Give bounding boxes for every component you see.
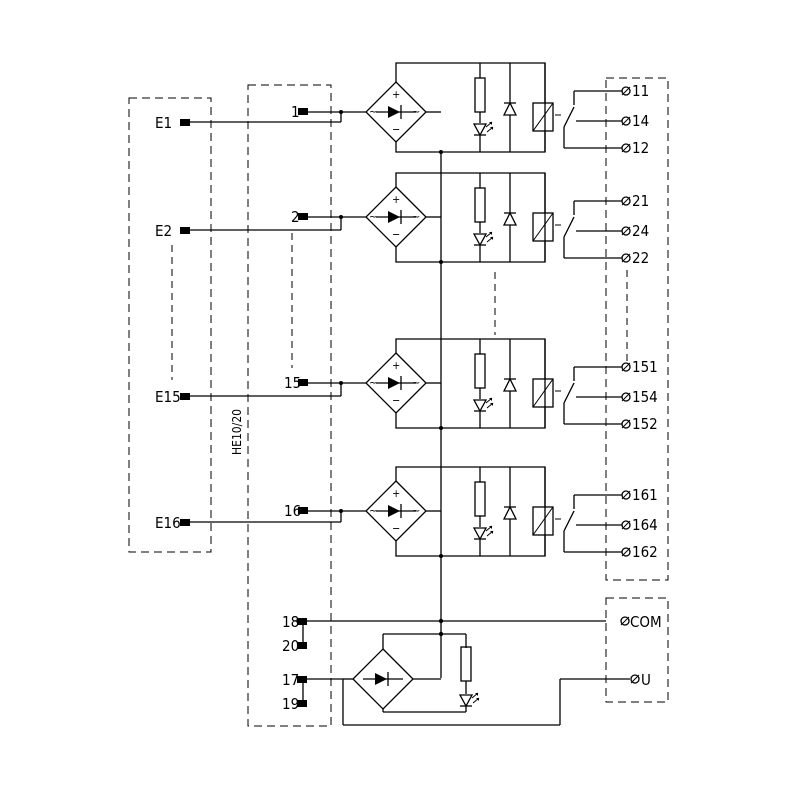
terminal-11[interactable]: 11 xyxy=(621,82,649,100)
pin-17[interactable]: 17 xyxy=(282,671,307,689)
svg-text:15: 15 xyxy=(284,374,301,392)
terminal-152[interactable]: 152 xyxy=(621,415,658,433)
svg-text:162: 162 xyxy=(632,543,658,561)
terminal-162[interactable]: 162 xyxy=(621,543,658,561)
svg-text:−: − xyxy=(392,522,400,535)
svg-text:17: 17 xyxy=(282,671,299,689)
terminal-12[interactable]: 12 xyxy=(621,139,649,157)
svg-text:+: + xyxy=(392,487,400,500)
svg-text:18: 18 xyxy=(282,613,299,631)
terminal-154[interactable]: 154 xyxy=(621,388,658,406)
svg-text:+: + xyxy=(392,359,400,372)
svg-text:151: 151 xyxy=(632,358,658,376)
terminal-21[interactable]: 21 xyxy=(621,192,649,210)
pin-1[interactable]: 1 xyxy=(291,103,308,121)
svg-text:E16: E16 xyxy=(155,514,181,532)
terminal-u[interactable]: U xyxy=(630,671,651,689)
terminal-161[interactable]: 161 xyxy=(621,486,658,504)
svg-text:152: 152 xyxy=(632,415,658,433)
svg-text:~: ~ xyxy=(412,376,420,389)
svg-text:−: − xyxy=(392,228,400,241)
supply-frame xyxy=(605,597,669,703)
input-e2[interactable]: E2 xyxy=(155,222,190,240)
svg-text:24: 24 xyxy=(632,222,649,240)
svg-text:14: 14 xyxy=(632,112,649,130)
input-e16[interactable]: E16 xyxy=(155,514,190,532)
terminal-com[interactable]: COM xyxy=(620,613,662,631)
svg-text:U: U xyxy=(641,671,651,689)
svg-text:+: + xyxy=(392,88,400,101)
pin-18[interactable]: 18 xyxy=(282,613,307,631)
svg-text:20: 20 xyxy=(282,637,299,655)
svg-text:~: ~ xyxy=(369,105,377,118)
svg-text:164: 164 xyxy=(632,516,658,534)
svg-text:COM: COM xyxy=(630,613,662,631)
svg-text:11: 11 xyxy=(632,82,649,100)
svg-text:E15: E15 xyxy=(155,388,181,406)
pin-15[interactable]: 15 xyxy=(284,374,308,392)
connector-label: HE10/20 xyxy=(230,409,244,455)
terminal-164[interactable]: 164 xyxy=(621,516,658,534)
svg-text:+: + xyxy=(392,193,400,206)
svg-text:22: 22 xyxy=(632,249,649,267)
svg-text:~: ~ xyxy=(412,504,420,517)
terminal-151[interactable]: 151 xyxy=(621,358,658,376)
terminal-22[interactable]: 22 xyxy=(621,249,649,267)
svg-text:−: − xyxy=(392,394,400,407)
input-e1[interactable]: E1 xyxy=(155,114,190,132)
svg-text:16: 16 xyxy=(284,502,301,520)
svg-text:~: ~ xyxy=(369,376,377,389)
svg-text:1: 1 xyxy=(291,103,300,121)
terminal-14[interactable]: 14 xyxy=(621,112,649,130)
connector-frame xyxy=(247,84,332,727)
svg-text:2: 2 xyxy=(291,208,300,226)
pin-16[interactable]: 16 xyxy=(284,502,308,520)
svg-text:154: 154 xyxy=(632,388,658,406)
svg-text:~: ~ xyxy=(369,504,377,517)
svg-text:19: 19 xyxy=(282,695,299,713)
svg-text:12: 12 xyxy=(632,139,649,157)
pin-2[interactable]: 2 xyxy=(291,208,308,226)
svg-text:21: 21 xyxy=(632,192,649,210)
input-frame xyxy=(128,97,212,553)
svg-text:E1: E1 xyxy=(155,114,172,132)
svg-text:E2: E2 xyxy=(155,222,172,240)
terminal-24[interactable]: 24 xyxy=(621,222,649,240)
pin-20[interactable]: 20 xyxy=(282,637,307,655)
supply-section xyxy=(302,618,630,726)
svg-text:~: ~ xyxy=(369,210,377,223)
svg-text:~: ~ xyxy=(412,105,420,118)
input-e15[interactable]: E15 xyxy=(155,388,190,406)
svg-text:~: ~ xyxy=(412,210,420,223)
output-frame xyxy=(605,77,669,581)
svg-text:−: − xyxy=(392,123,400,136)
pin-19[interactable]: 19 xyxy=(282,695,307,713)
svg-text:161: 161 xyxy=(632,486,658,504)
